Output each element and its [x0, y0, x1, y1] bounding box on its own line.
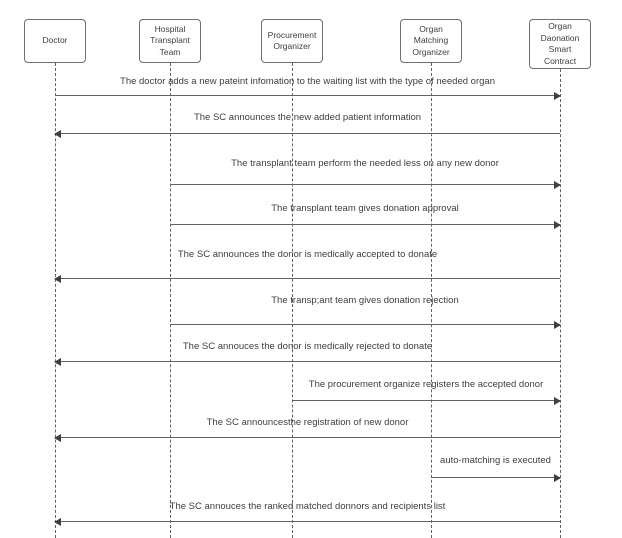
message-arrow-msg-2[interactable]	[54, 130, 560, 138]
message-arrow-msg-8[interactable]	[292, 397, 561, 405]
arrowhead-left-icon	[54, 275, 61, 283]
participant-label-organ-matching-organizer: Organ Matching Organizer	[412, 23, 450, 57]
participant-label-procurement-organizer: Procurement Organizer	[267, 29, 317, 52]
message-label-msg-9: The SC announcesthe registration of new …	[206, 417, 409, 428]
message-label-msg-5: The SC announces the donor is medically …	[177, 249, 438, 260]
message-arrow-msg-6[interactable]	[170, 321, 561, 329]
lifeline-organ-matching-organizer	[431, 63, 432, 538]
message-label-msg-11: The SC annouces the ranked matched donno…	[169, 501, 446, 512]
lifeline-hospital-transplant-team	[170, 63, 171, 538]
participant-organ-donation-smart-contract[interactable]: Organ Daonation Smart Contract	[529, 19, 591, 69]
participant-label-hospital-transplant-team: Hospital Transplant Team	[150, 23, 190, 57]
lifeline-organ-donation-smart-contract	[560, 69, 561, 538]
message-arrow-msg-9[interactable]	[54, 434, 560, 442]
arrowhead-right-icon	[554, 181, 561, 189]
message-label-msg-10: auto-matching is executed	[440, 455, 551, 466]
message-label-msg-8: The procurement organize registers the a…	[308, 379, 544, 390]
arrowhead-right-icon	[554, 221, 561, 229]
lifeline-procurement-organizer	[292, 63, 293, 538]
participant-label-doctor: Doctor	[42, 35, 68, 46]
message-label-msg-4: The transplant team gives donation appro…	[271, 203, 459, 214]
message-arrow-msg-11[interactable]	[54, 518, 560, 526]
participant-label-organ-donation-smart-contract: Organ Daonation Smart Contract	[540, 21, 580, 66]
message-arrow-msg-4[interactable]	[170, 221, 561, 229]
arrowhead-right-icon	[554, 397, 561, 405]
arrowhead-right-icon	[554, 92, 561, 100]
lifeline-doctor	[55, 63, 56, 538]
arrowhead-left-icon	[54, 518, 61, 526]
arrowhead-right-icon	[554, 474, 561, 482]
participant-procurement-organizer[interactable]: Procurement Organizer	[261, 19, 323, 63]
participant-hospital-transplant-team[interactable]: Hospital Transplant Team	[139, 19, 201, 63]
participant-organ-matching-organizer[interactable]: Organ Matching Organizer	[400, 19, 462, 63]
message-label-msg-1: The doctor adds a new pateint infomation…	[120, 76, 495, 87]
message-label-msg-3: The transplant team perform the needed l…	[231, 158, 499, 169]
message-arrow-msg-3[interactable]	[170, 181, 561, 189]
message-label-msg-2: The SC announces the new added patient i…	[193, 112, 422, 123]
arrowhead-left-icon	[54, 434, 61, 442]
arrowhead-right-icon	[554, 321, 561, 329]
participant-doctor[interactable]: Doctor	[24, 19, 86, 63]
message-arrow-msg-5[interactable]	[54, 275, 560, 283]
arrowhead-left-icon	[54, 130, 61, 138]
message-arrow-msg-7[interactable]	[54, 358, 560, 366]
message-label-msg-6: The transp;ant team gives donation rejec…	[271, 295, 459, 306]
message-arrow-msg-10[interactable]	[431, 474, 561, 482]
message-arrow-msg-1[interactable]	[55, 92, 561, 100]
message-label-msg-7: The SC annouces the donor is medically r…	[182, 341, 433, 352]
arrowhead-left-icon	[54, 358, 61, 366]
